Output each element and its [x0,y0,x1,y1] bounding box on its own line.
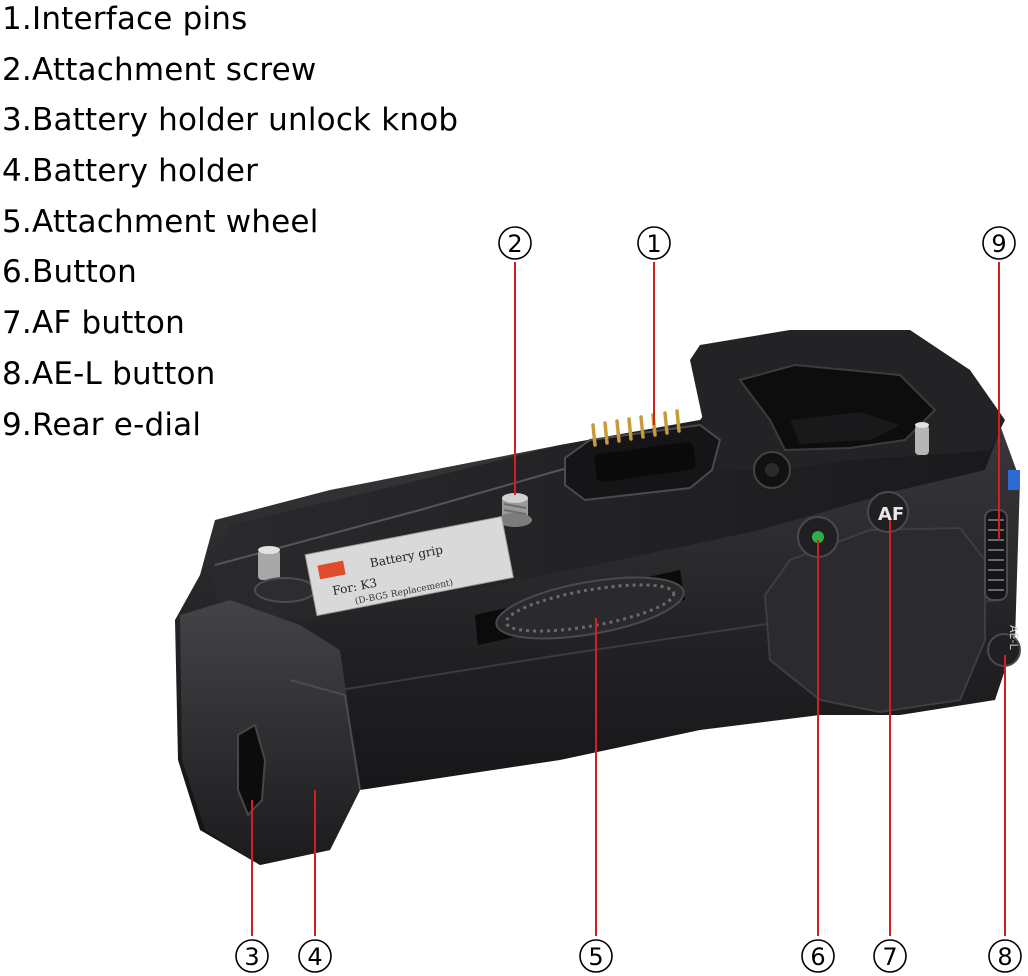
rubber-grip-pad [763,526,986,714]
legend-list: 1.Interface pins 2.Attachment screw 3.Ba… [2,0,458,456]
af-button[interactable]: AF [867,491,909,533]
af-button-label: AF [878,504,904,525]
callout-4: 4 [298,939,332,973]
svg-text:1: 1 [646,230,661,258]
attachment-screw [498,493,532,527]
pins-socket [594,441,696,483]
green-dot-icon [812,531,824,543]
callout-1: 1 [637,226,671,260]
legend-item-button: 6.Button [2,254,138,291]
unlock-knob[interactable] [237,723,267,817]
legend-item-attachment-wheel: 5.Attachment wheel [2,203,319,240]
attachment-wheel [475,570,685,645]
callout-6: 6 [801,939,835,973]
legend-item-af-button: 7.AF button [2,305,185,342]
svg-text:5: 5 [588,943,603,971]
svg-text:4: 4 [307,943,322,971]
grip-front-edge [289,679,361,791]
leader-lines [251,262,1006,936]
legend-item-battery-holder: 4.Battery holder [2,153,259,190]
callout-8: 8 [988,939,1022,973]
legend-item-unlock-knob: 3.Battery holder unlock knob [2,102,459,139]
button-green-dot[interactable] [797,516,839,558]
wheel-disc [495,576,685,640]
legend-item-interface-pins: 1.Interface pins [2,1,248,37]
label-sticker-bg [304,515,514,617]
rear-e-dial[interactable] [984,509,1008,601]
legend-item-rear-e-dial: 9.Rear e-dial [2,406,202,443]
svg-text:3: 3 [244,943,259,971]
callout-9: 9 [982,226,1016,260]
svg-text:7: 7 [882,943,897,971]
svg-text:2: 2 [507,230,522,258]
callout-2: 2 [498,226,532,260]
legend-item-attachment-screw: 2.Attachment screw [2,51,317,88]
battery-window-inner [790,412,900,444]
callout-3: 3 [235,939,269,973]
label-logo [317,560,346,580]
wheel-knurl [504,583,676,633]
ael-button-label: AE-L [1007,625,1020,650]
callout-5: 5 [579,939,613,973]
dial-indicator-icon [1008,470,1020,490]
svg-text:6: 6 [810,943,825,971]
legend-item-ael-button: 8.AE-L button [2,355,216,392]
callout-7: 7 [873,939,907,973]
svg-text:9: 9 [991,230,1006,258]
svg-text:8: 8 [997,943,1012,971]
tripod-socket [753,451,791,489]
interface-pins [564,409,722,502]
alignment-pin [915,422,929,455]
